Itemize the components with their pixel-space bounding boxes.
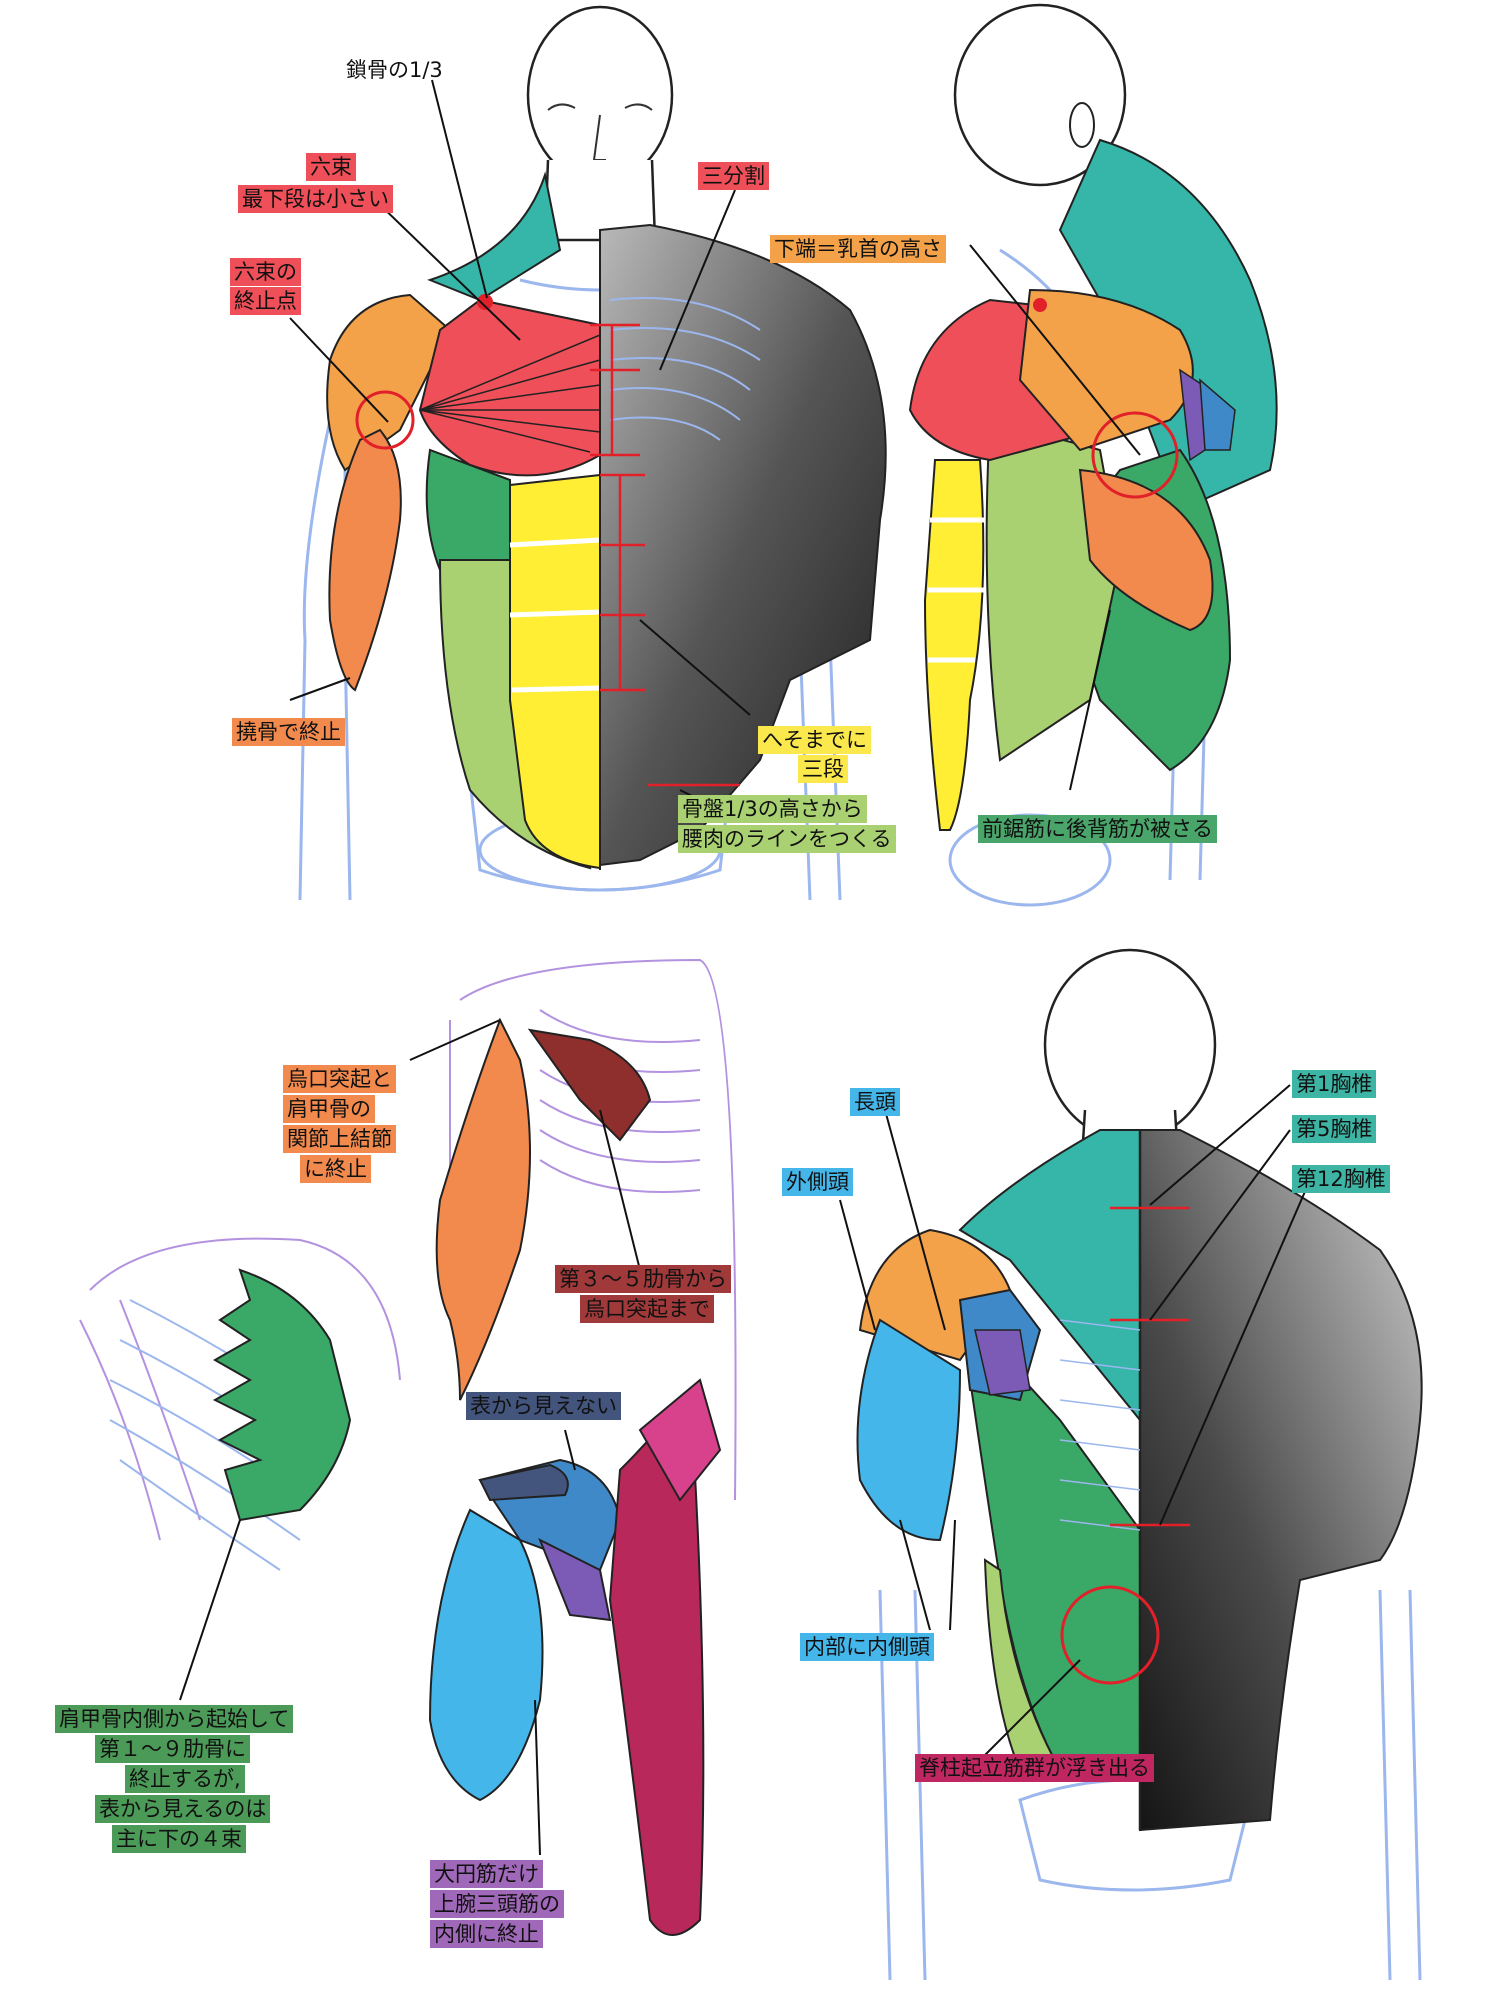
label-navel-b: 三段 <box>798 755 848 783</box>
label-teres-c: 内側に終止 <box>430 1920 543 1948</box>
front-figure <box>289 5 887 901</box>
label-coracoid-d: に終止 <box>300 1155 371 1183</box>
triceps-lower <box>428 1508 544 1802</box>
label-three-div: 三分割 <box>698 162 769 190</box>
label-pelvis-a: 骨盤1/3の高さから <box>678 795 867 823</box>
biceps-muscle <box>435 1017 531 1401</box>
label-long-head: 長頭 <box>850 1088 900 1116</box>
label-six-bundles-a: 六束 <box>306 153 356 181</box>
label-coracoid-c: 関節上結節 <box>283 1125 396 1153</box>
label-hidden: 表から見えない <box>466 1392 621 1420</box>
front-rectus <box>509 473 601 870</box>
serratus-diagram <box>79 1237 401 1701</box>
supraspinatus <box>478 1463 569 1502</box>
front-biceps <box>328 428 402 692</box>
label-t1: 第1胸椎 <box>1292 1070 1377 1098</box>
label-serratus-cover: 前鋸筋に後背筋が被さる <box>978 815 1217 843</box>
label-six-bundles-b: 最下段は小さい <box>238 185 393 213</box>
label-coracoid-b: 肩甲骨の <box>283 1095 375 1123</box>
side-figure <box>908 3 1278 907</box>
label-ribs-b: 烏口突起まで <box>580 1295 714 1323</box>
teres-minor <box>538 1537 612 1622</box>
biceps-diagram <box>409 958 737 1501</box>
label-coracoid-a: 烏口突起と <box>283 1065 396 1093</box>
label-clavicle-third: 鎖骨の1/3 <box>346 58 443 82</box>
label-erector: 脊柱起立筋群が浮き出る <box>915 1754 1154 1782</box>
back-trapezius <box>958 1129 1141 1423</box>
label-t5: 第5胸椎 <box>1292 1115 1377 1143</box>
back-figure <box>839 948 1423 1981</box>
front-oblique <box>438 559 592 870</box>
label-t12: 第12胸椎 <box>1292 1165 1390 1193</box>
label-six-end-a: 六束の <box>230 258 301 286</box>
label-scap-c: 終止するが, <box>125 1765 245 1793</box>
serratus-muscle <box>212 1268 352 1522</box>
label-scap-b: 第１～９肋骨に <box>95 1735 250 1763</box>
label-teres-a: 大円筋だけ <box>430 1860 543 1888</box>
back-torso-rendered <box>1139 1129 1423 1832</box>
rotator-diagram <box>428 1378 722 1936</box>
front-trapezius <box>427 171 562 302</box>
front-torso-rendered <box>599 223 887 867</box>
label-inner-head: 内部に内側頭 <box>800 1633 934 1661</box>
label-six-end-b: 終止点 <box>230 287 301 315</box>
label-pelvis-b: 腰肉のラインをつくる <box>678 825 896 853</box>
label-radius-end: 撓骨で終止 <box>232 718 345 746</box>
label-lateral-head: 外側頭 <box>782 1168 853 1196</box>
label-nipple: 下端＝乳首の高さ <box>770 235 946 263</box>
front-head <box>526 5 674 185</box>
label-scap-d: 表から見えるのは <box>95 1795 271 1823</box>
label-teres-b: 上腕三頭筋の <box>430 1890 564 1918</box>
side-serratus <box>985 418 1122 762</box>
label-ribs-a: 第３～５肋骨から <box>555 1265 731 1293</box>
pectoralis-minor <box>527 1028 652 1142</box>
label-scap-e: 主に下の４束 <box>112 1825 246 1853</box>
side-deltoid <box>1018 288 1194 452</box>
front-pectoral <box>418 298 601 477</box>
label-navel-a: へそまでに <box>758 726 871 754</box>
side-rectus <box>923 459 985 831</box>
trapezius-lower <box>638 1378 722 1502</box>
label-scap-a: 肩甲骨内側から起始して <box>55 1705 294 1733</box>
